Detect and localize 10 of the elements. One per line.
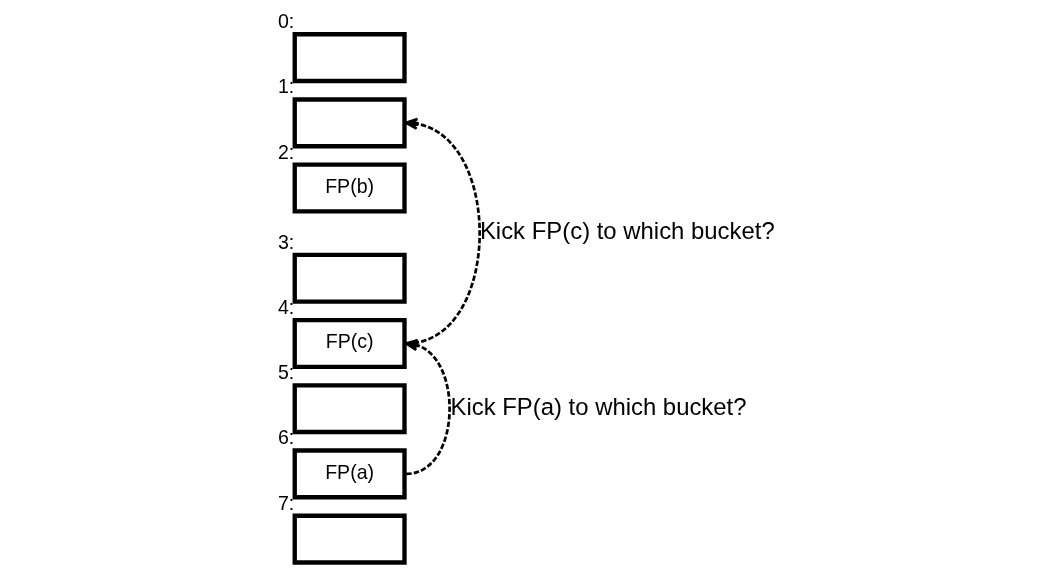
node-label: 6: [277, 426, 294, 449]
node-label: 7: [277, 491, 294, 514]
node-label: 1: [277, 75, 294, 98]
edge-label: Kick FP(c) to which bucket? [479, 217, 775, 245]
node-label: 4: [277, 296, 294, 319]
node-label: 2: [277, 140, 294, 163]
node-label: 3: [277, 230, 294, 253]
edge-label: Kick FP(a) to which bucket? [449, 392, 747, 420]
node-label: 0: [277, 10, 294, 33]
node-label: 5: [277, 361, 294, 384]
